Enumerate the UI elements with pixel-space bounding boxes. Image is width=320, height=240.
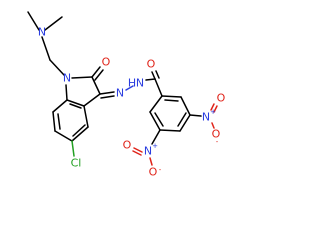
molecule-structure: N N O N N H O Cl N + O O - N + O O - <box>27 11 226 179</box>
atom-nitro1-plus: + <box>210 108 216 116</box>
bond-amide-o-b <box>155 70 160 79</box>
atom-nitro1-n: N <box>202 111 210 124</box>
atom-n-indole: N <box>63 72 71 85</box>
bond-nitro1-o-top-b <box>213 105 218 113</box>
bond-ar6-ar1 <box>161 95 182 98</box>
bond-c7a-c7 <box>52 99 68 113</box>
bond-nitro2-o-left-b <box>132 150 142 156</box>
atom-nitro1-o-minus: O <box>212 128 221 141</box>
bond-methyl-right <box>44 16 63 31</box>
bond-ar5-ar6 <box>180 96 191 116</box>
bond-ar2-ar3-inner <box>154 112 164 127</box>
atom-nitro2-plus: + <box>152 142 158 150</box>
bond-c5-cl <box>71 140 75 157</box>
bonds <box>27 11 218 166</box>
atom-nitro2-o-minus: O <box>149 166 158 179</box>
atom-o-oxo: O <box>102 56 111 69</box>
bond-ar3-nitro2 <box>151 129 161 145</box>
bond-c7a-c3a <box>66 99 85 107</box>
bond-c-aryl <box>154 78 163 97</box>
bond-nh-c <box>145 78 156 81</box>
bond-n-ch2 <box>41 36 51 61</box>
bond-c2-c3 <box>91 76 101 95</box>
bond-c3-c3a <box>83 93 101 107</box>
bond-c2-o-a <box>91 66 101 78</box>
bond-nitro1-o-top-a <box>210 103 215 111</box>
bond-ar1-ar2 <box>149 95 163 113</box>
bond-c4-c3a <box>83 105 89 128</box>
bond-ch2-nindole <box>49 59 65 76</box>
atom-nitro2-o-left: O <box>123 139 132 152</box>
bond-c3-n-b <box>100 95 115 99</box>
bond-ar6-ar1-inner <box>164 99 179 102</box>
atom-o-amide: O <box>147 58 156 71</box>
bond-c7-c6 <box>52 111 56 132</box>
bond-ar5-nitro1 <box>189 114 202 117</box>
bond-ar3-ar4 <box>159 129 181 132</box>
atom-cl: Cl <box>71 157 82 170</box>
bond-nitro1-o-bottom <box>211 122 215 129</box>
bond-amide-o-a <box>151 71 156 80</box>
bond-ar4-ar5-inner <box>177 112 187 127</box>
bond-ar2-ar3 <box>149 111 161 131</box>
bond-methyl-left <box>27 11 40 31</box>
bond-nitro2-o-left-a <box>133 147 143 153</box>
atom-nitro2-n: N <box>144 145 152 158</box>
bond-c2-o-b <box>94 69 104 81</box>
atom-h: H <box>128 77 136 90</box>
bond-c7a-c3a-inner <box>69 103 82 109</box>
bond-c5-c4-inner <box>72 124 86 137</box>
atom-labels: N N O N N H O Cl N + O O - N + O O - <box>38 26 226 179</box>
bond-c5-c4 <box>71 126 89 142</box>
atom-n-hydrazone-1: N <box>116 87 124 100</box>
bond-nitro2-o-bottom <box>149 157 153 166</box>
atom-n-dimethyl: N <box>38 26 46 39</box>
bond-c3-n-a <box>99 91 115 95</box>
bond-n1-c2 <box>71 76 93 79</box>
atom-nitro1-minus: - <box>216 138 219 146</box>
bond-c7-c6-inner <box>57 113 61 130</box>
bond-c6-c5 <box>54 130 73 142</box>
bond-n1-c7a <box>65 84 68 101</box>
bond-n-n <box>125 85 134 91</box>
atom-nitro2-minus: - <box>159 166 162 174</box>
atom-nitro1-o-top: O <box>217 92 226 105</box>
atom-n-hydrazone-2: N <box>136 77 144 90</box>
bond-ar4-ar5 <box>179 114 191 132</box>
